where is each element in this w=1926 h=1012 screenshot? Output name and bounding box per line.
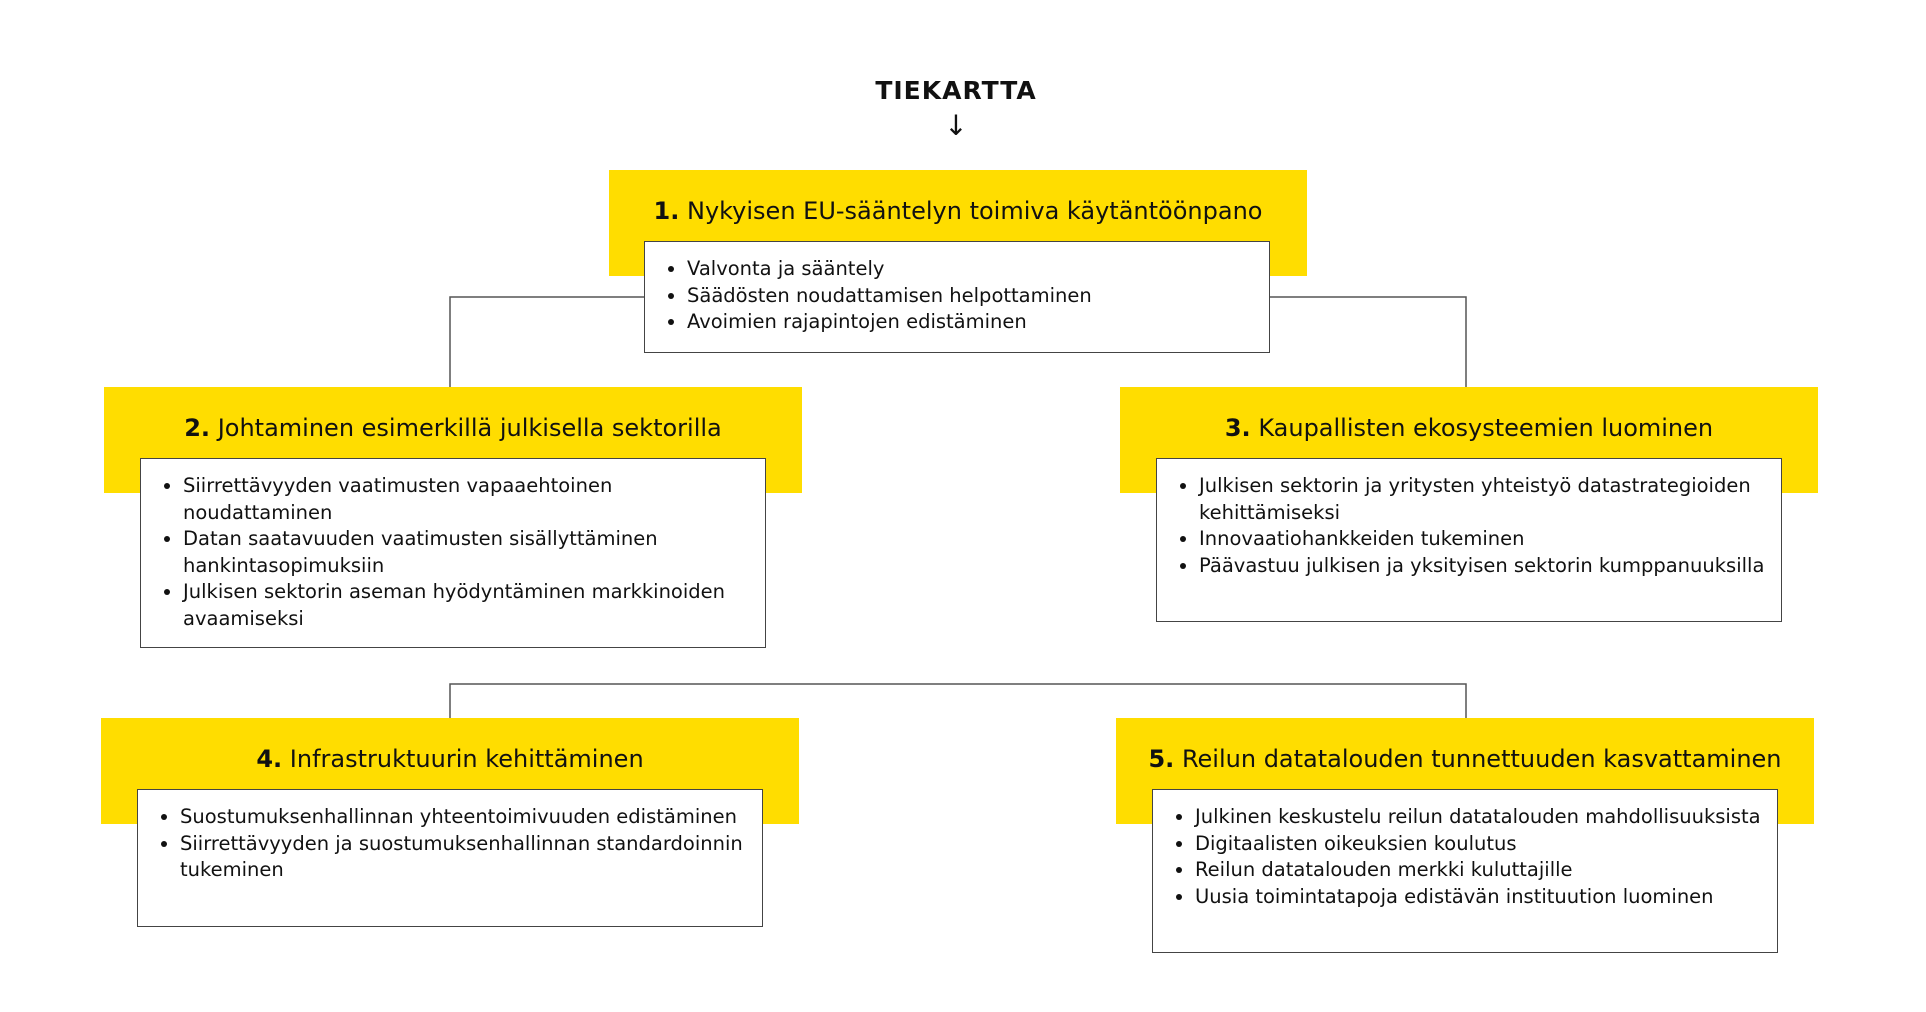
step-4-item: Suostumuksenhallinnan yhteentoimivuuden … [180, 804, 746, 831]
step-1-number: 1. [653, 197, 680, 225]
step-5-details: Julkinen keskustelu reilun datatalouden … [1152, 789, 1778, 953]
step-4-item: Siirrettävyyden ja suostumuksenhallinnan… [180, 831, 746, 884]
step-1-details: Valvonta ja sääntely Säädösten noudattam… [644, 241, 1270, 353]
step-2-details: Siirrettävyyden vaatimusten vapaaehtoine… [140, 458, 766, 648]
step-5-item: Reilun datatalouden merkki kuluttajille [1195, 857, 1761, 884]
step-1-title: Nykyisen EU-sääntelyn toimiva käytäntöön… [686, 197, 1263, 225]
step-4-details: Suostumuksenhallinnan yhteentoimivuuden … [137, 789, 763, 927]
connector-step1-step2 [449, 296, 648, 387]
step-3-item: Innovaatiohankkeiden tukeminen [1199, 526, 1765, 553]
step-2-item: Julkisen sektorin aseman hyödyntäminen m… [183, 579, 749, 632]
step-4-title: Infrastruktuurin kehittäminen [289, 745, 644, 773]
step-5-item: Julkinen keskustelu reilun datatalouden … [1195, 804, 1761, 831]
step-2-number: 2. [184, 414, 211, 442]
step-1-item: Säädösten noudattamisen helpottaminen [687, 283, 1253, 310]
step-5-item: Uusia toimintatapoja edistävän instituut… [1195, 884, 1761, 911]
step-4-number: 4. [256, 745, 283, 773]
step-2-title: Johtaminen esimerkillä julkisella sektor… [217, 414, 722, 442]
step-5-item: Digitaalisten oikeuksien koulutus [1195, 831, 1761, 858]
step-3-item: Päävastuu julkisen ja yksityisen sektori… [1199, 553, 1765, 580]
step-2-item: Siirrettävyyden vaatimusten vapaaehtoine… [183, 473, 749, 526]
down-arrow-icon: ↓ [944, 109, 968, 142]
step-3-title: Kaupallisten ekosysteemien luominen [1258, 414, 1714, 442]
step-3-details: Julkisen sektorin ja yritysten yhteistyö… [1156, 458, 1782, 622]
step-3-item: Julkisen sektorin ja yritysten yhteistyö… [1199, 473, 1765, 526]
connector-step1-step3 [1270, 296, 1467, 387]
step-2-item: Datan saatavuuden vaatimusten sisällyttä… [183, 526, 749, 579]
connector-row-two-to-row-three [449, 683, 1467, 718]
step-5-number: 5. [1148, 745, 1175, 773]
roadmap-title: TIEKARTTA [875, 76, 1037, 105]
step-1-item: Avoimien rajapintojen edistäminen [687, 309, 1253, 336]
step-3-number: 3. [1224, 414, 1251, 442]
step-5-title: Reilun datatalouden tunnettuuden kasvatt… [1181, 745, 1782, 773]
step-1-item: Valvonta ja sääntely [687, 256, 1253, 283]
